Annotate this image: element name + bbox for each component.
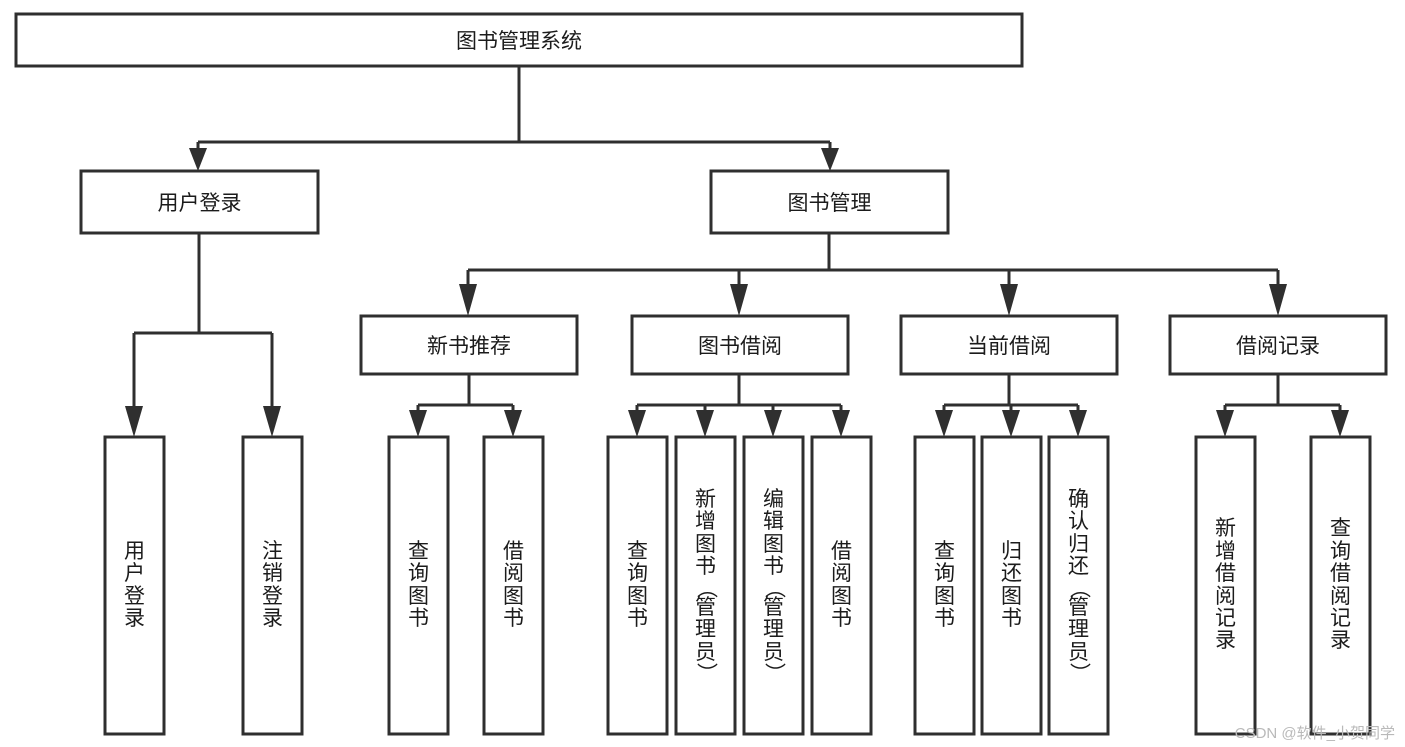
- leaf-current-borrow-2[interactable]: [1047, 435, 1110, 736]
- arrow-to-current-borrow: [1000, 284, 1018, 316]
- arrow-leaf-current-borrow-1: [1002, 410, 1020, 437]
- leaf-book-borrow-1[interactable]: [674, 435, 737, 736]
- leaf-book-borrow-3[interactable]: [810, 435, 873, 736]
- arrow-leaf-new-book-0: [409, 410, 427, 437]
- csdn-watermark: CSDN @软件_小贺同学: [1234, 725, 1395, 742]
- arrow-leaf-current-borrow-2: [1069, 410, 1087, 437]
- arrow-leaf-new-book-1: [504, 410, 522, 437]
- node-user-login[interactable]: [79, 169, 320, 235]
- arrow-leaf-borrow-record-1: [1331, 410, 1349, 437]
- arrow-to-borrow-record: [1269, 284, 1287, 316]
- node-book-manage[interactable]: [709, 169, 950, 235]
- arrow-leaf-user-login-1: [263, 406, 281, 437]
- node-borrow-record[interactable]: [1168, 314, 1388, 376]
- node-root-system[interactable]: [14, 12, 1024, 68]
- leaf-user-login-1[interactable]: [241, 435, 304, 736]
- arrow-to-user-login: [189, 148, 207, 171]
- leaf-current-borrow-0[interactable]: [913, 435, 976, 736]
- leaf-new-book-1[interactable]: [482, 435, 545, 736]
- node-new-book-recommend[interactable]: [359, 314, 579, 376]
- leaf-current-borrow-1[interactable]: [980, 435, 1043, 736]
- arrow-leaf-book-borrow-3: [832, 410, 850, 437]
- leaf-borrow-record-1[interactable]: [1309, 435, 1372, 736]
- arrow-leaf-book-borrow-0: [628, 410, 646, 437]
- node-current-borrow[interactable]: [899, 314, 1119, 376]
- arrow-leaf-borrow-record-0: [1216, 410, 1234, 437]
- arrow-to-book-borrow: [730, 284, 748, 316]
- arrow-leaf-user-login-0: [125, 406, 143, 437]
- arrow-leaf-book-borrow-2: [764, 410, 782, 437]
- leaf-new-book-0[interactable]: [387, 435, 450, 736]
- leaf-borrow-record-0[interactable]: [1194, 435, 1257, 736]
- arrow-to-new-book: [459, 284, 477, 316]
- arrow-to-book-manage: [821, 148, 839, 171]
- leaf-book-borrow-0[interactable]: [606, 435, 669, 736]
- arrow-leaf-current-borrow-0: [935, 410, 953, 437]
- arrow-leaf-book-borrow-1: [696, 410, 714, 437]
- leaf-book-borrow-2[interactable]: [742, 435, 805, 736]
- leaf-user-login-0[interactable]: [103, 435, 166, 736]
- node-book-borrow[interactable]: [630, 314, 850, 376]
